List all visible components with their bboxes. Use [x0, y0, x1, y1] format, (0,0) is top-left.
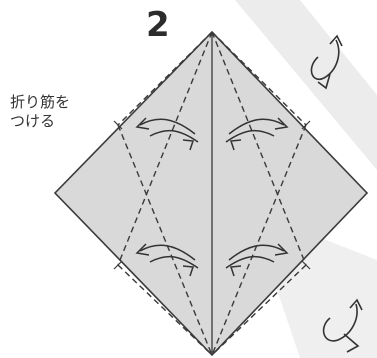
instruction-line: つける: [10, 112, 55, 130]
instruction-text: 折り筋を つける: [10, 93, 70, 131]
fold-tick: [302, 121, 310, 129]
step-number: 2: [146, 6, 170, 44]
instruction-line: 折り筋を: [10, 93, 70, 111]
